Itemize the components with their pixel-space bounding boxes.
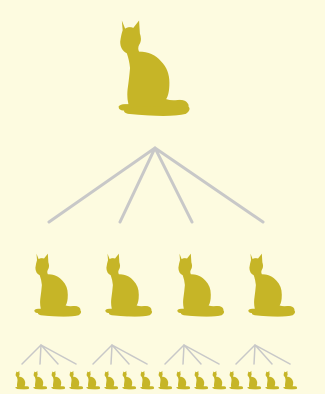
connector-line-child-to-grandchild — [165, 345, 184, 364]
connector-line-child-to-grandchild — [254, 345, 255, 364]
connector-line-root-to-child — [155, 148, 263, 222]
grandchild-cat-icon — [176, 371, 190, 390]
child-cat-icon — [34, 254, 81, 317]
grandchild-cat-icon — [140, 371, 154, 390]
connector-line-child-to-grandchild — [255, 345, 272, 364]
connector-line-child-to-grandchild — [41, 345, 58, 364]
child-cat-icon — [105, 254, 152, 317]
connector-line-child-to-grandchild — [22, 345, 41, 364]
grandchild-cat-icon — [51, 371, 65, 390]
connector-lines — [22, 148, 290, 364]
connector-line-child-to-grandchild — [184, 345, 219, 364]
grandchild-cat-icon — [69, 371, 83, 390]
connector-line-child-to-grandchild — [41, 345, 76, 364]
connector-line-child-to-grandchild — [184, 345, 201, 364]
child-cat-icon — [177, 254, 224, 317]
grandchild-cat-icon — [194, 371, 208, 390]
connector-line-child-to-grandchild — [112, 345, 129, 364]
grandchild-cat-icon — [283, 371, 297, 390]
connector-line-child-to-grandchild — [183, 345, 184, 364]
grandchild-cat-icon — [104, 371, 118, 390]
connector-line-child-to-grandchild — [112, 345, 147, 364]
grandchild-cat-icon — [86, 371, 100, 390]
grandchild-cat-icon — [122, 371, 136, 390]
grandchild-cat-icon — [158, 371, 172, 390]
connector-line-child-to-grandchild — [40, 345, 41, 364]
connector-line-child-to-grandchild — [111, 345, 112, 364]
grandchild-cat-icon — [15, 371, 29, 390]
cat-nodes — [15, 20, 297, 389]
grandchild-cat-icon — [229, 371, 243, 390]
connector-line-child-to-grandchild — [236, 345, 255, 364]
child-cat-icon — [248, 254, 295, 317]
root-cat-icon — [119, 20, 190, 116]
grandchild-cat-icon — [212, 371, 226, 390]
grandchild-cat-icon — [265, 371, 279, 390]
connector-line-child-to-grandchild — [255, 345, 290, 364]
connector-line-child-to-grandchild — [93, 345, 112, 364]
grandchild-cat-icon — [33, 371, 47, 390]
grandchild-cat-icon — [247, 371, 261, 390]
